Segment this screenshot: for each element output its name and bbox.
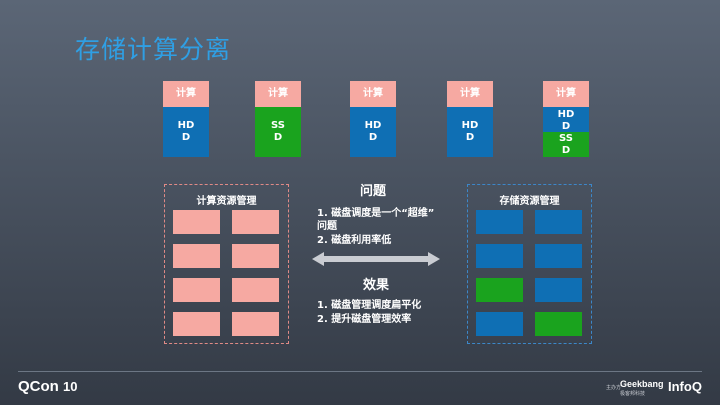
compute-cell bbox=[232, 278, 279, 302]
list-item: 2. 磁盘利用率低 bbox=[317, 235, 392, 246]
compute-block: 计算 bbox=[163, 81, 209, 107]
infoq-logo: InfoQ bbox=[668, 379, 702, 394]
hdd-block: HD D bbox=[163, 107, 209, 157]
ssd-cell bbox=[476, 278, 523, 302]
compute-cell bbox=[173, 244, 220, 268]
hdd-cell bbox=[535, 210, 582, 234]
server-ssd: 计算 SS D bbox=[255, 81, 301, 157]
problem-heading: 问题 bbox=[360, 184, 387, 199]
ssd-block: SS D bbox=[255, 107, 301, 157]
hdd-cell bbox=[476, 244, 523, 268]
footer-divider bbox=[18, 371, 702, 372]
compute-cell bbox=[173, 278, 220, 302]
hdd-cell bbox=[535, 244, 582, 268]
geekbang-sub: 极客邦科技 bbox=[620, 391, 646, 397]
hdd-cell bbox=[535, 278, 582, 302]
qcon-logo-text: QCon bbox=[18, 378, 59, 395]
hdd-block: HD D bbox=[447, 107, 493, 157]
list-item: 1. 磁盘管理调度扁平化 bbox=[317, 300, 422, 311]
organizer-label: 主办方 bbox=[606, 385, 622, 391]
storage-resource-panel: 存储资源管理 bbox=[467, 184, 592, 344]
compute-cell bbox=[232, 210, 279, 234]
hdd-block: HD D bbox=[543, 107, 589, 132]
compute-block: 计算 bbox=[447, 81, 493, 107]
panel-title: 存储资源管理 bbox=[499, 196, 560, 207]
geekbang-logo: Geekbang bbox=[620, 379, 664, 389]
bidirectional-arrow-icon bbox=[312, 252, 440, 266]
compute-resource-panel: 计算资源管理 bbox=[164, 184, 289, 344]
compute-cell bbox=[232, 312, 279, 336]
problem-list: 1. 磁盘调度是一个“超维” 问题 2. 磁盘利用率低 bbox=[317, 207, 434, 248]
ssd-cell bbox=[535, 312, 582, 336]
compute-block: 计算 bbox=[255, 81, 301, 107]
qcon-logo-suffix: 10 bbox=[63, 379, 78, 394]
slide-title: 存储计算分离 bbox=[75, 35, 232, 64]
server-hdd-3: 计算 HD D bbox=[447, 81, 493, 157]
server-hdd-2: 计算 HD D bbox=[350, 81, 396, 157]
qcon-logo: QCon 10 bbox=[18, 378, 77, 395]
effect-list: 1. 磁盘管理调度扁平化 2. 提升磁盘管理效率 bbox=[317, 299, 421, 327]
compute-block: 计算 bbox=[350, 81, 396, 107]
hdd-cell bbox=[476, 312, 523, 336]
hdd-block: HD D bbox=[350, 107, 396, 157]
hdd-cell bbox=[476, 210, 523, 234]
list-item: 1. 磁盘调度是一个“超维” 问题 bbox=[317, 208, 435, 232]
panel-title: 计算资源管理 bbox=[196, 196, 257, 207]
server-mixed: 计算 HD D SS D bbox=[543, 81, 589, 157]
server-hdd-1: 计算 HD D bbox=[163, 81, 209, 157]
compute-block: 计算 bbox=[543, 81, 589, 107]
effect-heading: 效果 bbox=[363, 278, 390, 293]
list-item: 2. 提升磁盘管理效率 bbox=[317, 314, 412, 325]
compute-cell bbox=[232, 244, 279, 268]
ssd-block: SS D bbox=[543, 132, 589, 157]
compute-cell bbox=[173, 312, 220, 336]
compute-cell bbox=[173, 210, 220, 234]
